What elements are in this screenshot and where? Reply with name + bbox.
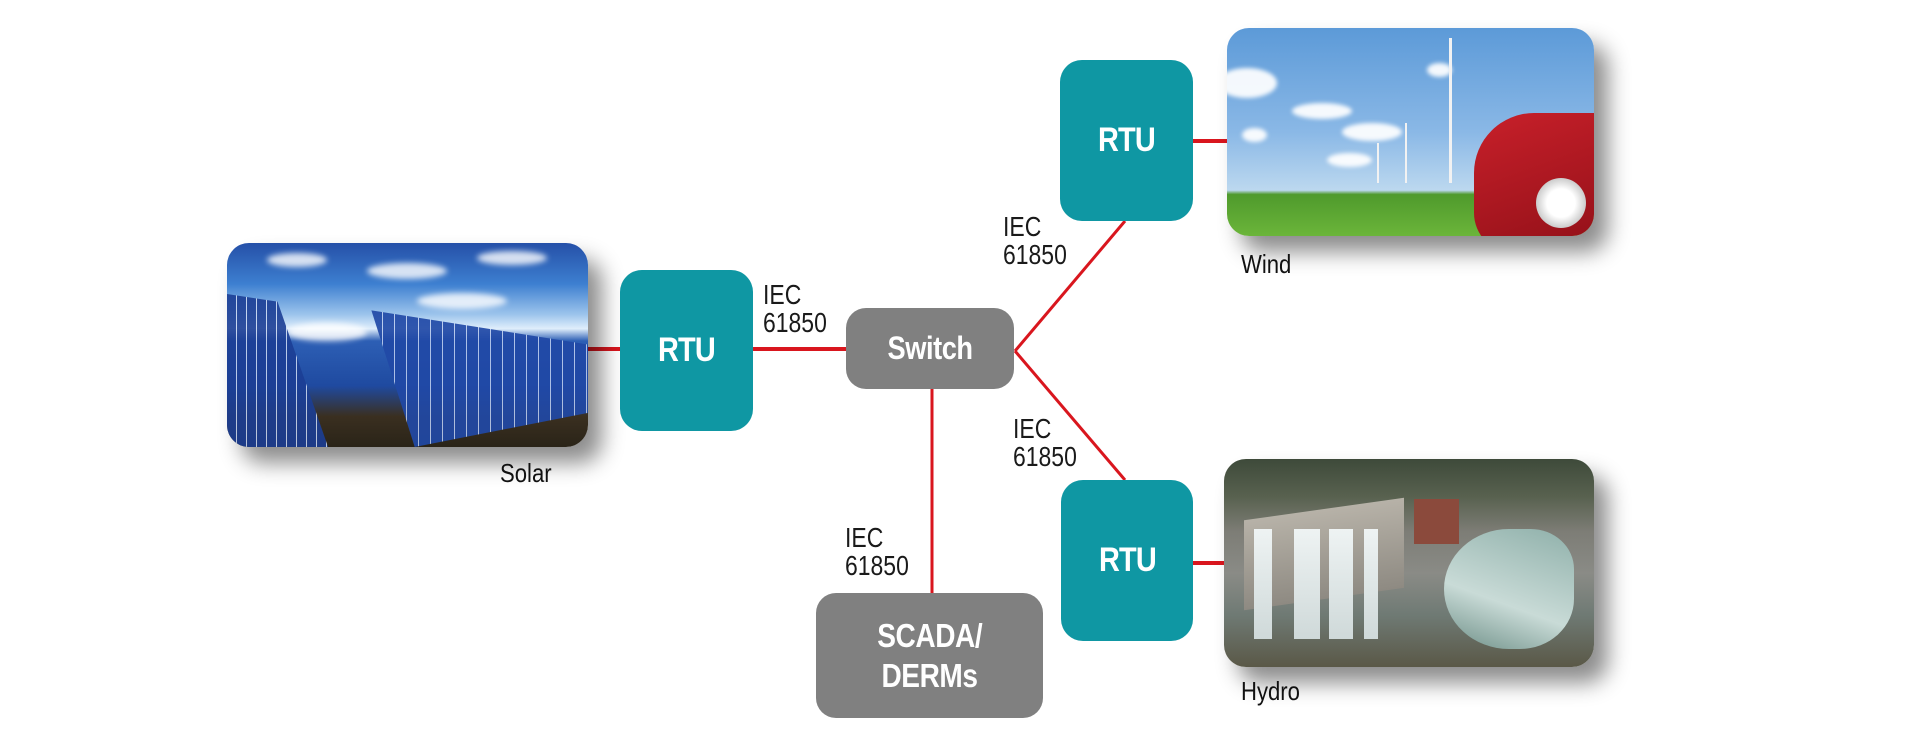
- scada-derms-node[interactable]: SCADA/ DERMs: [816, 593, 1043, 718]
- protocol-label-rtu-switch: IEC 61850: [763, 279, 827, 338]
- wind-photo: [1227, 28, 1594, 236]
- link-switch-rtu-wind: [1013, 220, 1127, 352]
- hydro-caption: Hydro: [1241, 676, 1300, 706]
- solar-photo: [227, 243, 588, 447]
- solar-caption: Solar: [500, 458, 552, 488]
- wind-caption: Wind: [1241, 249, 1292, 279]
- protocol-label-switch-scada: IEC 61850: [845, 522, 909, 581]
- hydro-photo: [1224, 459, 1594, 667]
- link-switch-rtu-hydro: [1013, 350, 1127, 481]
- protocol-label-switch-wind: IEC 61850: [1003, 211, 1067, 270]
- switch-node[interactable]: Switch: [846, 308, 1014, 389]
- rtu-wind-node[interactable]: RTU: [1060, 60, 1193, 221]
- rtu-hydro-node[interactable]: RTU: [1061, 480, 1193, 641]
- protocol-label-switch-hydro: IEC 61850: [1013, 413, 1077, 472]
- rtu-solar-node[interactable]: RTU: [620, 270, 753, 431]
